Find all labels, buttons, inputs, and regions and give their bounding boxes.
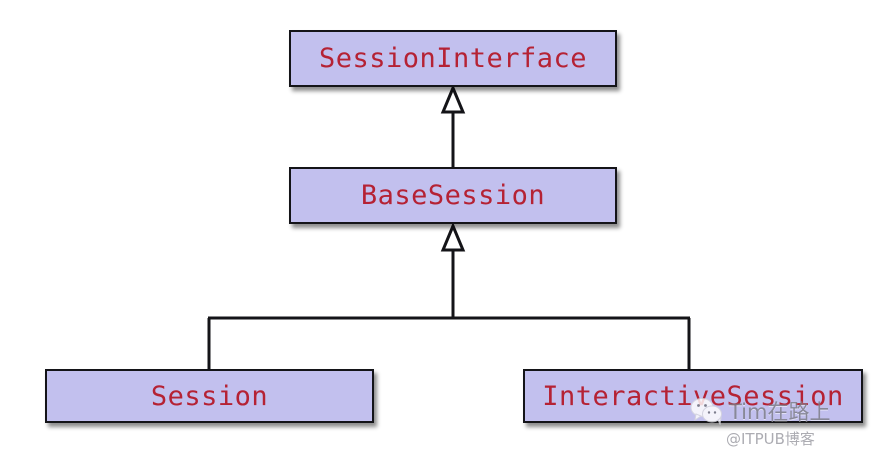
class-box-interactive-session[interactable]: InteractiveSession (523, 369, 863, 423)
generalization-base-to-interface (440, 84, 466, 167)
watermark-subtext: @ITPUB博客 (726, 430, 815, 448)
class-label-session: Session (150, 380, 269, 412)
class-label-base-session: BaseSession (360, 180, 546, 211)
class-box-session-interface[interactable]: SessionInterface (289, 30, 617, 87)
class-box-session[interactable]: Session (45, 369, 374, 423)
class-box-base-session[interactable]: BaseSession (289, 167, 617, 224)
class-label-interactive-session: InteractiveSession (542, 380, 844, 412)
generalization-subclasses-to-base (207, 222, 691, 369)
class-label-session-interface: SessionInterface (318, 43, 588, 74)
